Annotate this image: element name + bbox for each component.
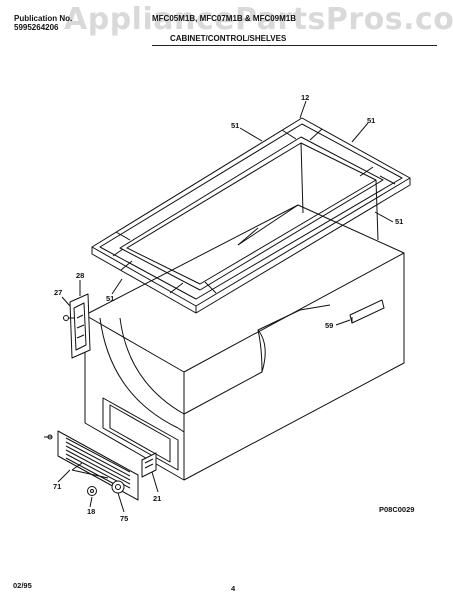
callout-28: 28 [76,271,85,280]
callout-71: 71 [53,482,62,491]
callout-59: 59 [325,321,334,330]
callout-27: 27 [54,288,63,297]
handle-plate [349,299,385,324]
callout-21: 21 [153,494,162,503]
header-rule [152,45,437,46]
callout-75: 75 [120,514,129,523]
callout-leaders [57,100,394,508]
drain-plug [87,486,97,496]
publication-label: Publication No. [14,14,73,23]
footer-page-number: 4 [231,584,236,593]
callout-51-top-right: 51 [367,116,376,125]
cabinet-body [84,204,405,481]
section-title: CABINET/CONTROL/SHELVES [170,34,287,43]
thermostat-knob [111,480,125,513]
model-numbers: MFC05M1B, MFC07M1B & MFC09M1B [152,14,297,23]
callout-51-top-left: 51 [231,121,240,130]
hinge-bracket [63,293,91,359]
callout-18: 18 [87,507,96,516]
top-frame [91,117,411,314]
drawing-code: P08C0029 [379,505,415,514]
watermark: AppliancePartsPros.com© [64,2,453,37]
callout-12: 12 [301,93,310,102]
callout-51-left: 51 [106,294,115,303]
callout-51-right: 51 [395,217,404,226]
temperature-control [141,452,159,493]
publication-number: 5995264206 [14,23,59,32]
footer-date: 02/95 [13,581,32,590]
